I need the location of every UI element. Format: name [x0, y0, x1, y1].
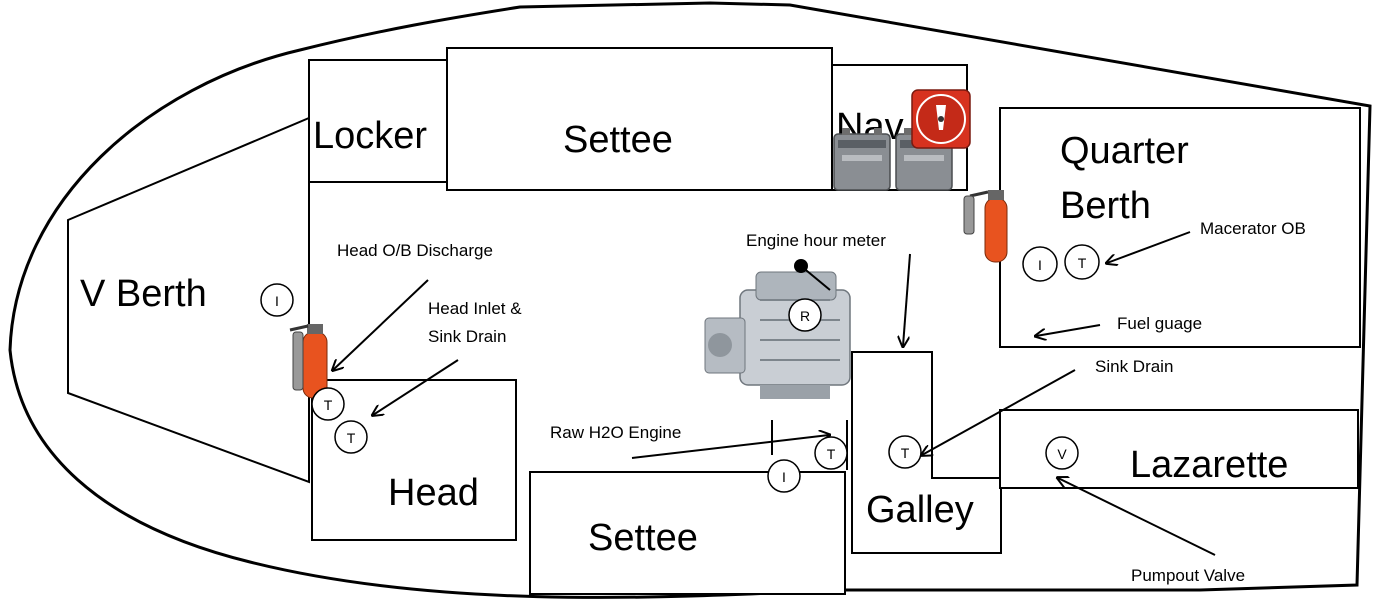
arrow-macerator [1107, 231, 1191, 263]
engine-hour-meter-dot [794, 259, 808, 273]
badge-settee-i: I [767, 459, 801, 493]
head-inlet-label-line2: Sink Drain [428, 327, 506, 346]
head-label: Head [388, 472, 479, 514]
fire-extinguisher-icon [289, 324, 328, 399]
svg-text:T: T [827, 446, 836, 462]
battery-icon [833, 128, 891, 191]
svg-text:I: I [275, 293, 279, 309]
galley-label: Galley [866, 489, 974, 531]
svg-text:R: R [800, 308, 810, 324]
badge-v-berth-i: I [260, 283, 294, 317]
lazarette-label: Lazarette [1130, 444, 1288, 486]
macerator-ob-label: Macerator OB [1200, 219, 1306, 238]
quarter-berth-label-line1: Quarter [1060, 130, 1189, 172]
head-inlet-label-line1: Head Inlet & [428, 299, 522, 318]
badge-engine-r: R [788, 298, 822, 332]
v-berth-room [67, 116, 310, 484]
arrow-head-inlet [373, 359, 459, 415]
badge-quarter-t: T [1064, 244, 1100, 280]
locker-label: Locker [313, 115, 427, 157]
badge-head-t1: T [311, 387, 345, 421]
fuel-guage-label: Fuel guage [1117, 314, 1202, 333]
svg-text:I: I [782, 469, 786, 485]
pumpout-valve-label: Pumpout Valve [1131, 566, 1245, 585]
arrow-head-ob [333, 279, 429, 370]
svg-text:T: T [901, 445, 910, 461]
arrow-sink-drain [922, 369, 1076, 455]
svg-text:V: V [1057, 446, 1067, 462]
arrow-raw-h2o [631, 435, 829, 459]
settee-bottom-label: Settee [588, 517, 698, 559]
locker-room [308, 59, 448, 183]
svg-text:I: I [1038, 257, 1042, 273]
engine-icon [704, 271, 851, 399]
arrow-pumpout [1058, 478, 1216, 556]
fire-extinguisher-icon [963, 190, 1008, 263]
quarter-berth-label-line2: Berth [1060, 185, 1151, 227]
svg-text:T: T [347, 430, 356, 446]
sink-drain-label: Sink Drain [1095, 357, 1173, 376]
badge-head-t2: T [334, 420, 368, 454]
engine-hour-meter-label: Engine hour meter [746, 231, 886, 250]
head-ob-discharge-label: Head O/B Discharge [337, 241, 493, 260]
arrow-fuel [1036, 324, 1101, 336]
arrow-engine-hour [903, 253, 911, 346]
head-room [311, 379, 517, 541]
svg-text:T: T [1078, 255, 1087, 271]
settee-top-label: Settee [563, 119, 673, 161]
settee-bottom-room [529, 471, 846, 595]
settee-top-room [446, 47, 833, 191]
badge-lazarette-v: V [1045, 436, 1079, 470]
battery-switch-icon [911, 89, 971, 149]
raw-h2o-engine-label: Raw H2O Engine [550, 423, 681, 442]
badge-quarter-i: I [1022, 246, 1058, 282]
svg-text:T: T [324, 397, 333, 413]
v-berth-label: V Berth [80, 273, 207, 315]
badge-galley-t: T [888, 435, 922, 469]
badge-settee-t: T [814, 436, 848, 470]
